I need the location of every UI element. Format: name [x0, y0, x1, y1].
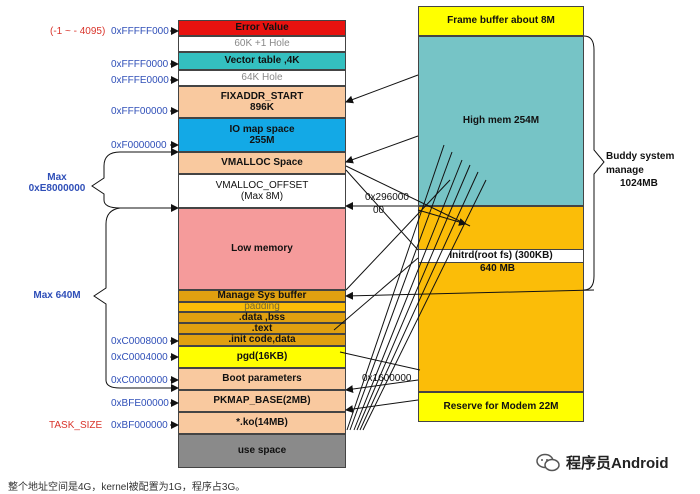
address-fffff000: 0xFFFFF000	[111, 26, 169, 37]
address-c0004000: 0xC0004000	[111, 352, 168, 363]
boot-parameters-block: Boot parameters	[178, 368, 346, 390]
hole-60k-block: 60K +1 Hole	[178, 36, 346, 52]
task-size-label: TASK_SIZE	[49, 420, 103, 431]
fan-line-3	[359, 171, 479, 431]
line-lowmem-to-right	[345, 179, 451, 291]
address-c0000000: 0xC0000000	[111, 375, 168, 386]
address-296000-tail: 00	[373, 205, 385, 216]
fan-line-4	[362, 179, 487, 431]
max-vmalloc-line2: 0xE8000000	[28, 183, 86, 194]
fan-line-1	[353, 159, 463, 431]
io-map-block: IO map space 255M	[178, 118, 346, 152]
io-map-size: 255M	[249, 135, 275, 146]
error-value-block: Error Value	[178, 20, 346, 36]
arrow-high-to-fixaddr	[345, 74, 419, 104]
mem-640-block	[418, 206, 584, 392]
footer-caption: 整个地址空间是4G，kernel被配置为1G，程序占3G。	[8, 482, 246, 493]
init-code-block: .init code,data	[178, 334, 346, 346]
vmalloc-offset-max: (Max 8M)	[240, 191, 284, 202]
data-bss-block: .data ,bss	[178, 312, 346, 323]
frame-buffer-block: Frame buffer about 8M	[418, 6, 584, 36]
manage-sys-buffer-block: Manage Sys buffer	[178, 290, 346, 302]
text-segment-block: .text	[178, 323, 346, 334]
padding-block: padding	[178, 301, 346, 312]
fan-line-5	[349, 151, 453, 431]
fan-line-6	[346, 144, 445, 431]
ko-modules-block: *.ko(14MB)	[178, 412, 346, 434]
address-296000-label: 0x296000	[365, 192, 409, 203]
fixaddr-size: 896K	[250, 102, 274, 113]
initrd-block: Initrd(root fs) (300KB)	[418, 249, 584, 263]
vmalloc-bracket	[91, 151, 121, 209]
fixaddr-start-block: FIXADDR_START 896K	[178, 86, 346, 118]
max-vmalloc-line1: Max	[47, 172, 67, 183]
vector-table-block: Vector table ,4K	[178, 52, 346, 70]
vmalloc-offset-label: VMALLOC_OFFSET	[215, 179, 309, 191]
address-fffe0000: 0xFFFE0000	[111, 75, 169, 86]
line-vmalloc-to-mem	[345, 169, 419, 251]
address-1600000-label: 0x1600000	[362, 373, 412, 384]
mem-640-label: 640 MB	[480, 263, 516, 274]
address-fff00000: 0xFFF00000	[111, 106, 168, 117]
vmalloc-space-block: VMALLOC Space	[178, 152, 346, 174]
brand-watermark: 程序员Android	[536, 452, 669, 473]
arrow-high-to-vmalloc	[345, 135, 419, 164]
error-range-label: (-1 ~ - 4095)	[50, 26, 106, 37]
fixaddr-label: FIXADDR_START	[220, 90, 304, 102]
address-f0000000: 0xF0000000	[111, 140, 167, 151]
vmalloc-offset-block: VMALLOC_OFFSET (Max 8M)	[178, 174, 346, 208]
fan-line-2	[356, 164, 471, 431]
address-bf000000: 0xBF000000	[111, 420, 168, 431]
max-vmalloc-label: Max 0xE8000000	[22, 172, 92, 194]
brand-name: 程序员Android	[566, 455, 669, 472]
low-memory-block: Low memory	[178, 208, 346, 290]
arrow-vmalloc-high-mem	[417, 209, 467, 226]
max-640-bracket	[93, 207, 121, 389]
buddy-line1: Buddy system	[606, 151, 675, 162]
max-640-label: Max 640M	[33, 290, 81, 301]
wechat-icon	[536, 453, 560, 471]
reserve-modem-block: Reserve for Modem 22M	[418, 392, 584, 422]
line-vmalloc-to-right	[345, 165, 471, 227]
high-mem-block: High mem 254M	[418, 36, 584, 206]
user-space-block: use space	[178, 434, 346, 468]
buddy-line2: manage	[606, 164, 644, 176]
arrow-1600000	[345, 379, 419, 393]
io-map-label: IO map space	[229, 123, 295, 135]
buddy-line3: 1024MB	[620, 178, 658, 189]
address-bfe00000: 0xBFE00000	[111, 398, 169, 409]
arrow-manage-buffer	[345, 289, 595, 300]
address-c0008000: 0xC0008000	[111, 336, 168, 347]
line-init-to-initrd	[333, 257, 419, 331]
buddy-system-label: Buddy system manage 1024MB	[606, 150, 674, 191]
line-pgd-to-right	[339, 351, 421, 371]
buddy-bracket	[583, 35, 605, 291]
address-ffff0000: 0xFFFF0000	[111, 59, 169, 70]
